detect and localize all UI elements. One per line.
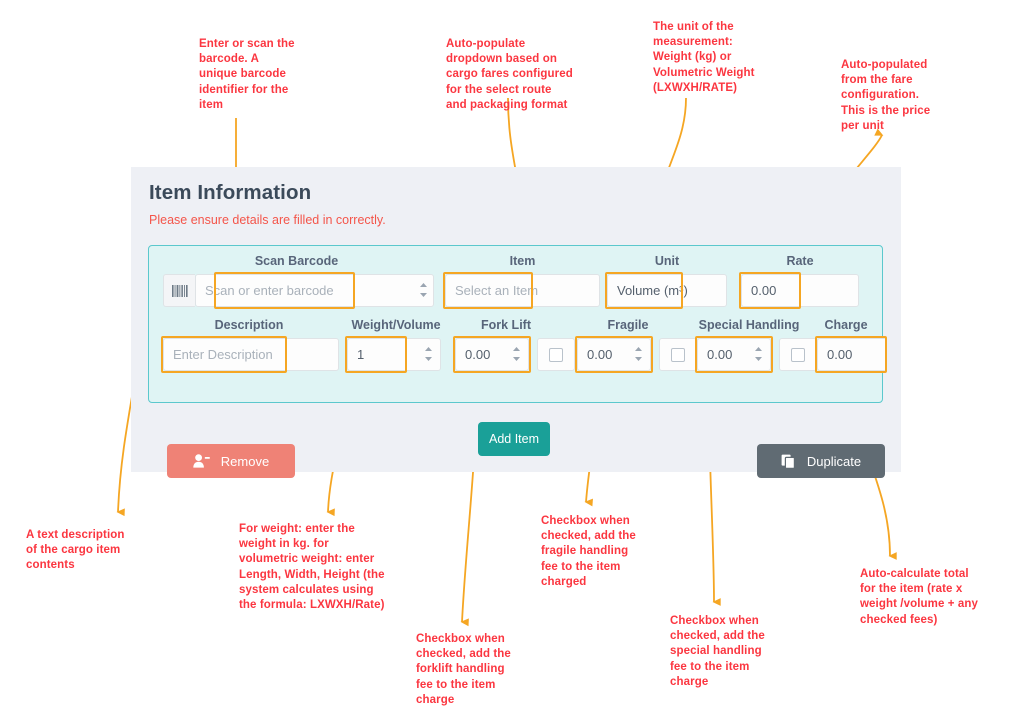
description-input[interactable]: Enter Description	[163, 338, 339, 371]
label-rate: Rate	[786, 254, 814, 268]
label-scan-barcode: Scan Barcode	[254, 254, 339, 268]
annotation-rate: Auto-populated from the fare configurati…	[841, 59, 931, 132]
special-handling-spinner-icon[interactable]	[751, 343, 765, 365]
duplicate-button-label: Duplicate	[806, 453, 862, 469]
remove-button-label: Remove	[220, 453, 270, 469]
fork-lift-checkbox[interactable]	[549, 347, 563, 362]
rate-input[interactable]: 0.00	[741, 274, 859, 307]
annotation-fork-lift: Checkbox when checked, add the forklift …	[416, 633, 511, 706]
copy-icon	[781, 454, 795, 469]
barcode-icon	[171, 284, 188, 297]
item-select[interactable]: Select an Item	[445, 274, 600, 307]
label-charge: Charge	[824, 318, 868, 332]
duplicate-button[interactable]: Duplicate	[757, 444, 885, 478]
page-title: Item Information	[149, 181, 312, 204]
special-handling-checkbox[interactable]	[791, 347, 805, 362]
fragile-amount-input[interactable]: 0.00	[577, 338, 651, 371]
add-item-button-label: Add Item	[488, 432, 540, 446]
fork-lift-checkbox-wrap[interactable]	[537, 338, 575, 371]
search-barcode-input[interactable]: Scan or enter barcode	[195, 274, 434, 307]
label-unit: Unit	[654, 254, 680, 268]
fork-lift-spinner-icon[interactable]	[509, 343, 523, 365]
annotation-item: Auto-populate dropdown based on cargo fa…	[446, 38, 573, 111]
fragile-spinner-icon[interactable]	[631, 343, 645, 365]
barcode-spinner-icon[interactable]	[416, 279, 430, 301]
fork-lift-amount-input[interactable]: 0.00	[455, 338, 529, 371]
fragile-checkbox-wrap[interactable]	[659, 338, 697, 371]
annotation-description: A text description of the cargo item con…	[26, 529, 125, 572]
barcode-icon-box	[163, 274, 195, 307]
annotation-weight-volume: For weight: enter the weight in kg. for …	[239, 523, 385, 612]
annotation-special-handling: Checkbox when checked, add the special h…	[670, 615, 765, 688]
item-row-card: Scan Barcode Item Unit Rate	[148, 245, 887, 478]
label-special-handling: Special Handling	[698, 318, 800, 332]
special-handling-amount-input[interactable]: 0.00	[697, 338, 771, 371]
item-information-panel: Item Information Please ensure details a…	[131, 167, 901, 478]
charge-input[interactable]: 0.00	[817, 338, 887, 371]
label-fragile: Fragile	[607, 318, 649, 332]
arrow-rate-stub	[850, 135, 884, 152]
user-minus-icon	[193, 454, 210, 468]
label-description: Description	[214, 318, 284, 332]
weight-volume-input[interactable]: 1	[347, 338, 441, 371]
label-weight-volume: Weight/Volume	[351, 318, 441, 332]
annotation-fragile: Checkbox when checked, add the fragile h…	[541, 515, 636, 588]
label-item: Item	[509, 254, 536, 268]
fragile-checkbox[interactable]	[671, 347, 685, 362]
annotation-unit: The unit of the measurement: Weight (kg)…	[653, 21, 755, 94]
annotation-barcode: Enter or scan the barcode. A unique barc…	[199, 38, 295, 111]
add-item-button[interactable]: Add Item	[478, 422, 550, 456]
annotation-charge: Auto-calculate total for the item (rate …	[860, 568, 978, 626]
weight-volume-spinner-icon[interactable]	[421, 343, 435, 365]
label-fork-lift: Fork Lift	[481, 318, 531, 332]
remove-button[interactable]: Remove	[167, 444, 295, 478]
panel-subtitle: Please ensure details are filled in corr…	[149, 213, 386, 227]
unit-select[interactable]: Volume (m³)	[607, 274, 727, 307]
special-handling-checkbox-wrap[interactable]	[779, 338, 817, 371]
